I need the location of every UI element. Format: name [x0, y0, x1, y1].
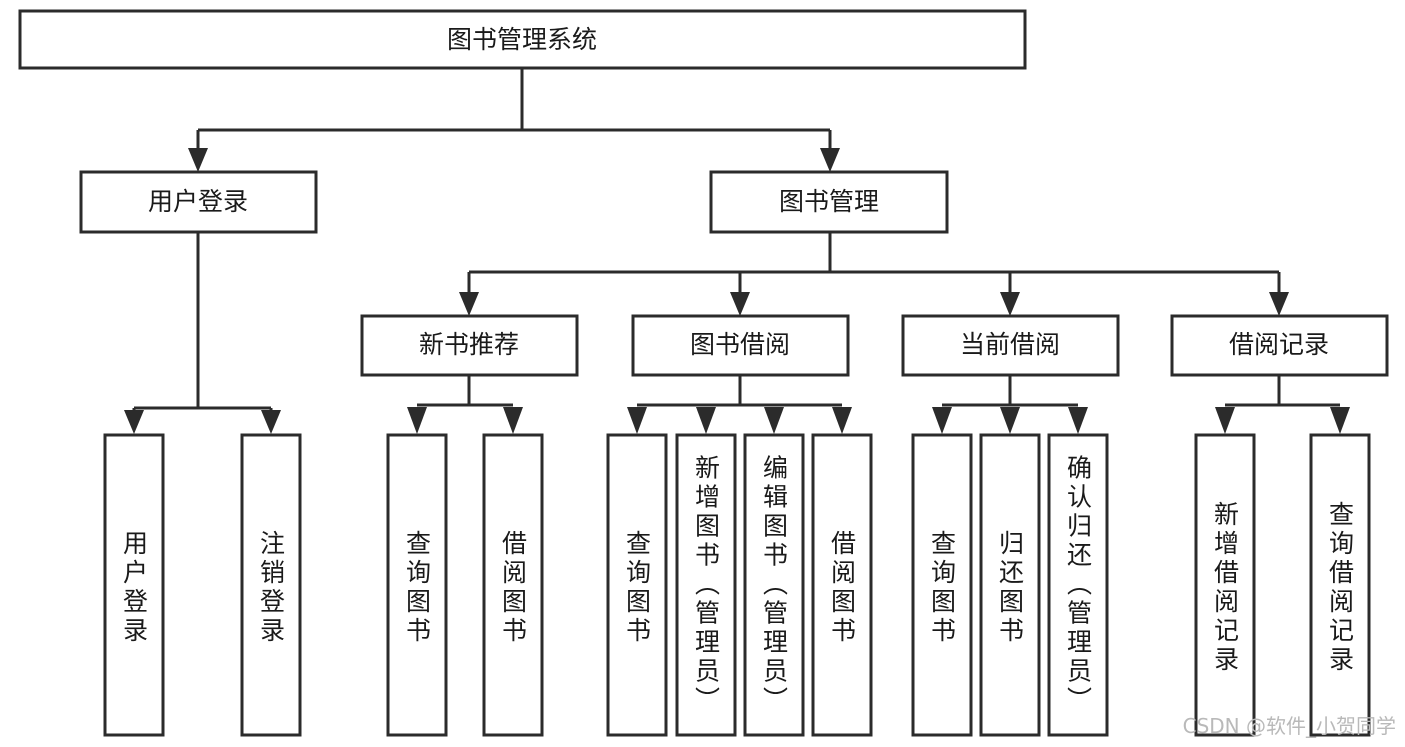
- arrow-leaf-logout: [261, 410, 281, 434]
- node-current-borrow-label: 当前借阅: [960, 330, 1060, 359]
- leaf-query-book-current[interactable]: 查询图书: [911, 433, 973, 737]
- leaf-edit-book[interactable]: 编辑图书（管理员）: [743, 433, 805, 737]
- arrow-leaf-borrow-book-b: [832, 407, 852, 434]
- leaf-query-book-current-label: 查询图书: [928, 530, 957, 646]
- node-root-system-label: 图书管理系统: [447, 25, 597, 54]
- leaf-add-borrow-record-box[interactable]: [1194, 433, 1256, 737]
- leaf-query-book-recommend-box[interactable]: [386, 433, 448, 737]
- leaf-query-borrow-record-box[interactable]: [1309, 433, 1371, 737]
- leaf-logout-login-label: 注销登录: [257, 530, 286, 646]
- arrow-to-book-borrow: [730, 292, 750, 316]
- arrow-leaf-add-book: [696, 407, 716, 434]
- leaf-return-book-box[interactable]: [979, 433, 1041, 737]
- node-borrow-record-label: 借阅记录: [1229, 330, 1329, 359]
- node-root-system[interactable]: 图书管理系统: [18, 9, 1027, 70]
- leaf-return-book-label: 归还图书: [996, 530, 1025, 646]
- node-user-login-box[interactable]: [79, 170, 318, 234]
- arrow-leaf-return-book: [1000, 407, 1020, 434]
- connector-group-currentborrow-to-leaves: [932, 375, 1088, 434]
- leaf-add-book-label: 新增图书（管理员）: [692, 455, 721, 716]
- connector-group-userlogin-to-leaves: [124, 232, 281, 434]
- leaf-user-login[interactable]: 用户登录: [103, 433, 165, 737]
- connector-group-borrowrecord-to-leaves: [1215, 375, 1350, 434]
- leaf-add-borrow-record[interactable]: 新增借阅记录: [1194, 433, 1256, 737]
- node-book-borrow-box[interactable]: [631, 314, 850, 377]
- arrow-to-new-book: [459, 292, 479, 316]
- node-book-borrow[interactable]: 图书借阅: [631, 314, 850, 377]
- leaf-confirm-return-label: 确认归还（管理员）: [1064, 455, 1093, 716]
- arrow-to-borrow-record: [1269, 292, 1289, 316]
- leaf-borrow-book-box[interactable]: [811, 433, 873, 737]
- leaf-user-login-label: 用户登录: [120, 530, 149, 646]
- leaf-edit-book-label: 编辑图书（管理员）: [760, 455, 789, 716]
- node-borrow-record-box[interactable]: [1170, 314, 1389, 377]
- leaf-add-borrow-record-label: 新增借阅记录: [1211, 501, 1240, 675]
- leaf-query-book-borrow-box[interactable]: [606, 433, 668, 737]
- node-book-manage[interactable]: 图书管理: [709, 170, 949, 234]
- node-book-borrow-label: 图书借阅: [690, 330, 790, 359]
- leaf-logout-login[interactable]: 注销登录: [240, 433, 302, 737]
- connector-group-root-to-level2: [188, 68, 840, 172]
- leaf-borrow-book[interactable]: 借阅图书: [811, 433, 873, 737]
- node-root-system-box[interactable]: [18, 9, 1027, 70]
- leaf-query-book-borrow[interactable]: 查询图书: [606, 433, 668, 737]
- node-new-book-recommend-label: 新书推荐: [419, 330, 519, 359]
- watermark-label: CSDN @软件_小贺同学: [1183, 714, 1396, 738]
- leaf-query-book-recommend-label: 查询图书: [403, 530, 432, 646]
- connector-group-newbook-to-leaves: [407, 375, 523, 434]
- leaf-query-book-recommend[interactable]: 查询图书: [386, 433, 448, 737]
- leaf-user-login-box[interactable]: [103, 433, 165, 737]
- connector-group-bookmanage-to-level3: [459, 232, 1289, 316]
- leaf-query-borrow-record[interactable]: 查询借阅记录: [1309, 433, 1371, 737]
- arrow-leaf-add-record: [1215, 407, 1235, 434]
- leaf-edit-book-box[interactable]: [743, 433, 805, 737]
- node-user-login-label: 用户登录: [148, 187, 248, 216]
- node-current-borrow-box[interactable]: [901, 314, 1120, 377]
- leaf-return-book[interactable]: 归还图书: [979, 433, 1041, 737]
- arrow-leaf-borrow-book-a: [503, 407, 523, 434]
- arrow-leaf-query-book-a: [407, 407, 427, 434]
- node-borrow-record[interactable]: 借阅记录: [1170, 314, 1389, 377]
- node-book-manage-box[interactable]: [709, 170, 949, 234]
- node-new-book-recommend[interactable]: 新书推荐: [360, 314, 579, 377]
- arrow-to-current-borrow: [1000, 292, 1020, 316]
- arrow-leaf-query-record: [1330, 407, 1350, 434]
- leaf-query-borrow-record-label: 查询借阅记录: [1326, 501, 1355, 675]
- leaf-borrow-book-recommend[interactable]: 借阅图书: [482, 433, 544, 737]
- leaf-confirm-return-box[interactable]: [1047, 433, 1109, 737]
- node-book-manage-label: 图书管理: [779, 187, 879, 216]
- arrow-leaf-edit-book: [764, 407, 784, 434]
- node-current-borrow[interactable]: 当前借阅: [901, 314, 1120, 377]
- arrow-leaf-user-login: [124, 410, 144, 434]
- arrow-leaf-query-book-c: [932, 407, 952, 434]
- leaf-logout-login-box[interactable]: [240, 433, 302, 737]
- leaf-query-book-current-box[interactable]: [911, 433, 973, 737]
- leaf-add-book-box[interactable]: [675, 433, 737, 737]
- leaf-borrow-book-recommend-label: 借阅图书: [499, 530, 528, 646]
- leaf-query-book-borrow-label: 查询图书: [623, 530, 652, 646]
- node-new-book-recommend-box[interactable]: [360, 314, 579, 377]
- arrow-to-book-manage: [820, 148, 840, 172]
- leaf-borrow-book-label: 借阅图书: [828, 530, 857, 646]
- arrow-to-user-login: [188, 148, 208, 172]
- leaf-confirm-return[interactable]: 确认归还（管理员）: [1047, 433, 1109, 737]
- leaf-add-book[interactable]: 新增图书（管理员）: [675, 433, 737, 737]
- node-user-login[interactable]: 用户登录: [79, 170, 318, 234]
- arrow-leaf-query-book-b: [627, 407, 647, 434]
- leaf-borrow-book-recommend-box[interactable]: [482, 433, 544, 737]
- arrow-leaf-confirm-return: [1068, 407, 1088, 434]
- connector-group-bookborrow-to-leaves: [627, 375, 852, 434]
